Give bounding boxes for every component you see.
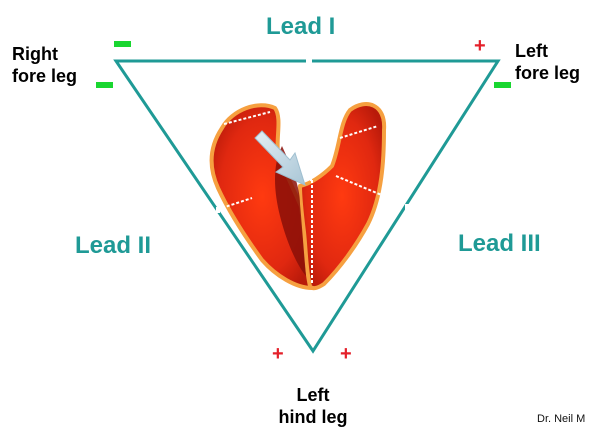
author-credit: Dr. Neil M: [537, 413, 585, 425]
lead2-label: Lead II: [75, 232, 151, 260]
lead3-midpoint-mark: [405, 204, 409, 210]
lead1-label: Lead I: [266, 13, 335, 41]
lead1-midpoint-mark: [306, 59, 312, 63]
heart-cross-section-icon: [212, 104, 385, 288]
lead2-midpoint-mark: [216, 207, 220, 213]
positive-marker-lead3-hind: +: [340, 344, 352, 364]
right-fore-leg-line2: fore leg: [12, 65, 77, 87]
lead3-label: Lead III: [458, 230, 541, 258]
negative-marker-lead2-right: [96, 82, 113, 88]
left-hind-leg-line2: hind leg: [272, 406, 354, 428]
left-fore-leg-line2: fore leg: [515, 62, 580, 84]
right-fore-leg-line1: Right: [12, 43, 77, 65]
left-hind-leg-label: Left hind leg: [272, 384, 354, 428]
left-hind-leg-line1: Left: [272, 384, 354, 406]
negative-marker-lead1-right: [114, 41, 131, 47]
left-fore-leg-line1: Left: [515, 40, 580, 62]
left-fore-leg-label: Left fore leg: [515, 40, 580, 84]
positive-marker-lead1-left: +: [474, 36, 486, 56]
right-fore-leg-label: Right fore leg: [12, 43, 77, 87]
negative-marker-lead3-left: [494, 82, 511, 88]
positive-marker-lead2-hind: +: [272, 344, 284, 364]
